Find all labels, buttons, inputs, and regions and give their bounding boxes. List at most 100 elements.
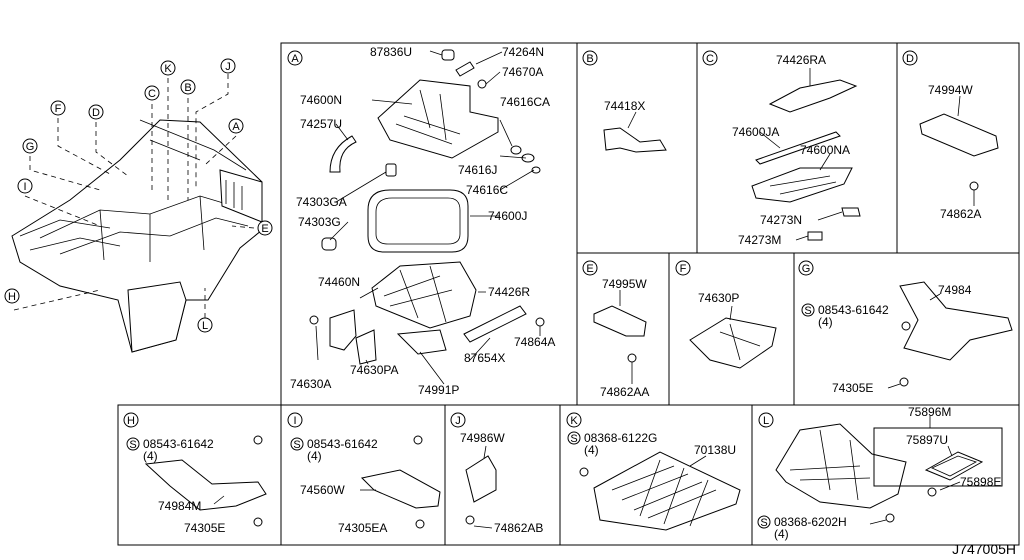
leader-j (195, 74, 229, 190)
leader-i (24, 195, 101, 227)
screw-qty-i: (4) (307, 449, 322, 463)
cover-74995w (593, 305, 647, 337)
clip-74305ea (415, 519, 425, 529)
leader-f (57, 118, 111, 175)
part-74995w: 74995W (602, 277, 647, 291)
panel-f-leader (729, 305, 733, 321)
part-74426r: 74426R (488, 285, 530, 299)
svg-text:S: S (804, 305, 811, 317)
svg-text:S: S (570, 433, 577, 445)
svg-text:C: C (148, 88, 156, 100)
clip-74264n (455, 61, 475, 77)
tray-75896m (775, 423, 907, 509)
overview-ref-k: K (160, 60, 176, 76)
svg-text:E: E (586, 263, 593, 275)
svg-text:A: A (232, 121, 240, 133)
upper-tray-74600n (377, 79, 499, 159)
svg-text:D: D (92, 107, 100, 119)
panel-b-ref: B (582, 50, 598, 66)
panel-f-ref: F (675, 260, 691, 276)
panel-b-leader (627, 111, 637, 129)
hook-74257u (329, 135, 357, 173)
leader-e (231, 225, 255, 229)
svg-text:H: H (127, 415, 135, 427)
panel-l-frame (751, 404, 1020, 546)
screw-74862aa (627, 353, 637, 363)
clip-74273n (841, 207, 861, 217)
clip-74273m (807, 231, 823, 241)
panel-h-leader (213, 495, 225, 505)
svg-text:G: G (26, 141, 35, 153)
panel-k-leader (689, 455, 707, 467)
panel-k-ref: K (566, 412, 582, 428)
panel-j-leaders (473, 445, 493, 529)
part-74862ab: 74862AB (494, 521, 543, 535)
floor-rib-2 (59, 217, 249, 255)
cover-74994w (919, 113, 999, 157)
panel-e: E 74995W 74862AA (582, 260, 649, 399)
part-74864a: 74864A (514, 335, 555, 349)
svg-text:A: A (291, 53, 299, 65)
seal-inner (375, 197, 461, 245)
part-87836u: 87836U (370, 45, 412, 59)
svg-text:I: I (293, 415, 296, 427)
grommet-74303g (321, 237, 337, 251)
panel-d-leaders (957, 95, 975, 206)
cover-74986w (465, 455, 497, 503)
washer-74616c (531, 166, 541, 174)
panel-i-ref: I (287, 412, 303, 428)
screw-l-bolt (885, 513, 895, 523)
panel-e-leaders (619, 290, 633, 384)
part-74862aa: 74862AA (600, 385, 649, 399)
frame-70138u (593, 451, 741, 531)
rear-panel-lines (139, 119, 247, 171)
lower-tray-ribs (383, 265, 453, 323)
svg-text:F: F (55, 103, 62, 115)
part-74984: 74984 (938, 283, 972, 297)
panel-l-leaders (869, 416, 961, 525)
panel-a-leaders (315, 50, 541, 385)
part-74264n: 74264N (502, 45, 544, 59)
screw-qty-k: (4) (584, 443, 599, 457)
svg-text:L: L (763, 415, 769, 427)
seal-74600j (367, 189, 469, 253)
svg-text:G: G (802, 263, 811, 275)
tray-74600na (751, 167, 853, 203)
screw-h-bolt (253, 435, 263, 445)
clip-74305e (899, 377, 909, 387)
bracket-74418x (603, 127, 667, 153)
panel-f: F 74630P (675, 260, 777, 369)
cover-74560w (360, 469, 441, 509)
bracket-74630p (689, 317, 777, 369)
part-74630a: 74630A (290, 377, 331, 391)
clip-87836u (441, 49, 455, 61)
overview-ref-i: I (17, 178, 33, 194)
clip-74305e-h (253, 517, 263, 527)
part-74305e-g: 74305E (832, 381, 873, 395)
screw-qty-h: (4) (143, 449, 158, 463)
screw-callout-h: S 08543-61642 (4) (126, 437, 214, 463)
overview-ref-f: F (50, 100, 66, 116)
panel-g: G S 08543-61642 (4) 74984 74305E (798, 260, 1013, 395)
part-74560w: 74560W (300, 483, 345, 497)
frame-70138u-ribs (611, 459, 717, 527)
screw-k-bolt (579, 467, 589, 477)
grommet-75898e (927, 487, 937, 497)
screw-74862a (969, 181, 979, 191)
panel-g-leaders (887, 293, 941, 389)
screw-callout-i: S 08543-61642 (4) (290, 437, 378, 463)
part-74600na: 74600NA (800, 143, 850, 157)
overview-ref-b: B (180, 79, 196, 95)
side-panel-slots (225, 180, 243, 210)
svg-text:K: K (164, 63, 172, 75)
svg-text:K: K (570, 415, 578, 427)
panel-l: L S 08368-6202H (4) 75896M 75897U 75898E (757, 405, 1003, 541)
panel-d: D 74994W 74862A (902, 50, 999, 221)
screw-callout-g: S 08543-61642 (4) (801, 303, 889, 329)
floor-crossmembers (99, 195, 205, 262)
panel-c-ref: C (702, 50, 718, 66)
panel-c-leaders (759, 68, 843, 241)
bolt-74670a (477, 79, 487, 89)
part-74616j: 74616J (458, 163, 497, 177)
bar-87654x (463, 305, 527, 343)
